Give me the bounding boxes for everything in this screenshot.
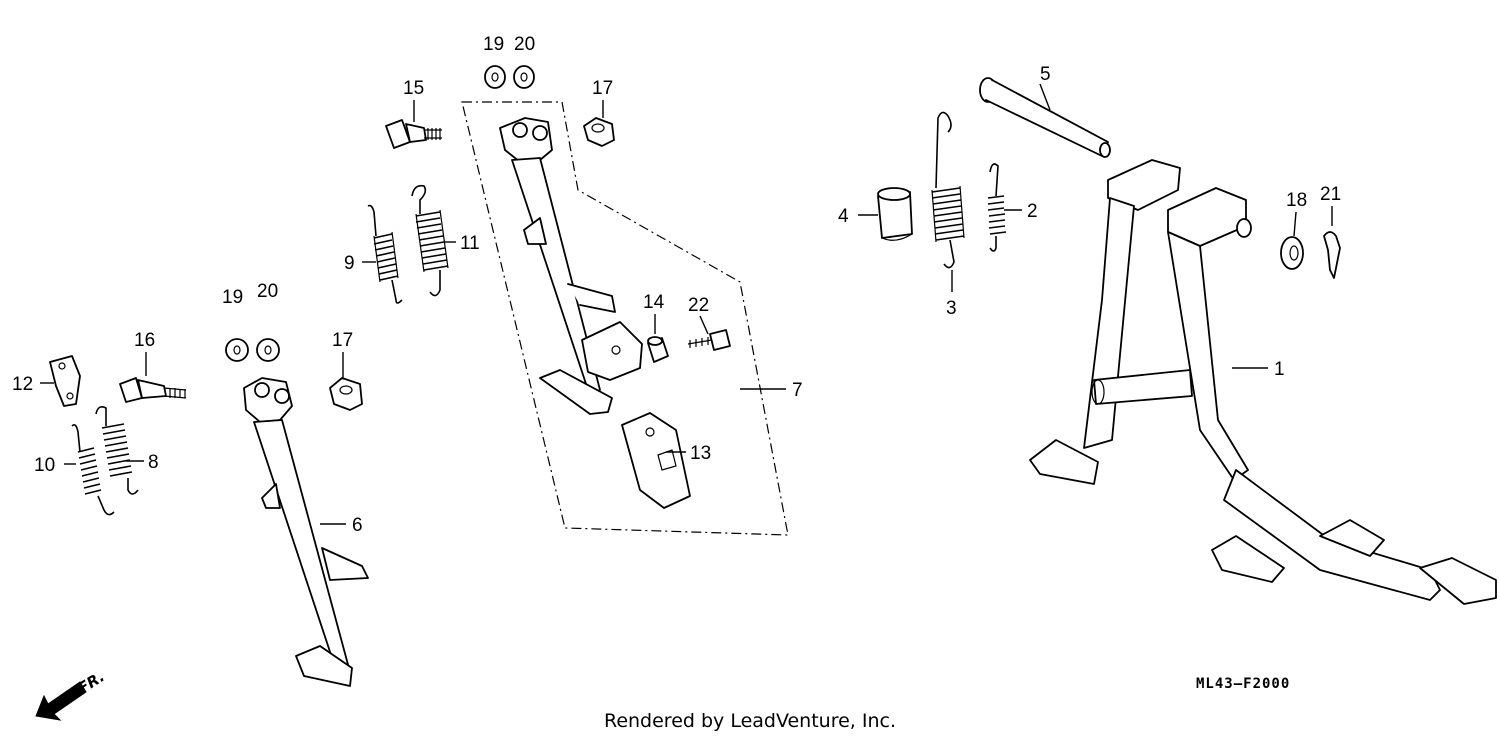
collar-4: [877, 187, 913, 241]
callout-10: 10: [34, 455, 55, 476]
washer-20-top: [513, 65, 535, 89]
credit-text: Rendered by LeadVenture, Inc.: [604, 710, 896, 732]
washer-20-lower: [256, 338, 280, 362]
callout-2: 2: [1027, 201, 1038, 222]
callout-15: 15: [403, 78, 424, 99]
bolt-22: [687, 329, 731, 351]
washer-19-lower: [225, 338, 249, 362]
cotter-pin-21: [1323, 231, 1341, 279]
collar-14: [647, 336, 669, 363]
callout-19-lower: 19: [222, 287, 243, 308]
callout-21: 21: [1320, 184, 1341, 205]
callout-17-top: 17: [592, 78, 613, 99]
spring-8: [95, 406, 139, 495]
callout-6: 6: [352, 515, 363, 536]
washer-19-top: [484, 65, 506, 89]
side-stand-6: [243, 377, 369, 687]
callout-20-lower: 20: [257, 281, 278, 302]
nut-17-top: [583, 117, 615, 147]
callout-14: 14: [643, 292, 665, 313]
callout-3: 3: [946, 298, 957, 319]
nut-17-lower: [329, 377, 363, 411]
callout-5: 5: [1040, 64, 1051, 85]
spring-3: [931, 111, 965, 269]
bracket-12: [49, 355, 81, 407]
callout-labels: 1 2 3 4 5 6 7 8 9 10 11 12 13 14 15 16 1…: [12, 34, 1341, 536]
washer-18: [1280, 236, 1304, 270]
callout-8: 8: [148, 452, 159, 473]
callout-11: 11: [460, 233, 480, 254]
diagram-code: ML43–F2000: [1196, 676, 1290, 692]
callout-17-lower: 17: [332, 330, 353, 351]
pivot-bolt-16: [119, 377, 187, 403]
callout-22: 22: [688, 295, 709, 316]
spring-10: [71, 424, 115, 516]
spring-2: [987, 163, 1007, 252]
callout-20-top: 20: [514, 34, 535, 55]
main-stand-1: [1029, 159, 1497, 605]
callout-9: 9: [344, 253, 355, 274]
callout-16: 16: [134, 330, 155, 351]
assembly-outline-7: [461, 101, 789, 536]
callout-13: 13: [690, 443, 711, 464]
spring-9: [367, 204, 403, 304]
pivot-shaft-5: [979, 77, 1111, 158]
leader-lines: [40, 83, 1333, 525]
spring-11: [411, 184, 449, 297]
front-direction-arrow: FR.: [35, 667, 108, 721]
callout-4: 4: [838, 206, 849, 227]
callout-18: 18: [1286, 190, 1307, 211]
side-stand-assembly-7: [499, 117, 643, 415]
callout-7: 7: [792, 380, 803, 401]
rubber-pad-13: [621, 412, 691, 509]
callout-12: 12: [12, 374, 33, 395]
pivot-bolt-15: [385, 119, 442, 149]
callout-19-top: 19: [483, 34, 504, 55]
callout-1: 1: [1274, 359, 1285, 380]
